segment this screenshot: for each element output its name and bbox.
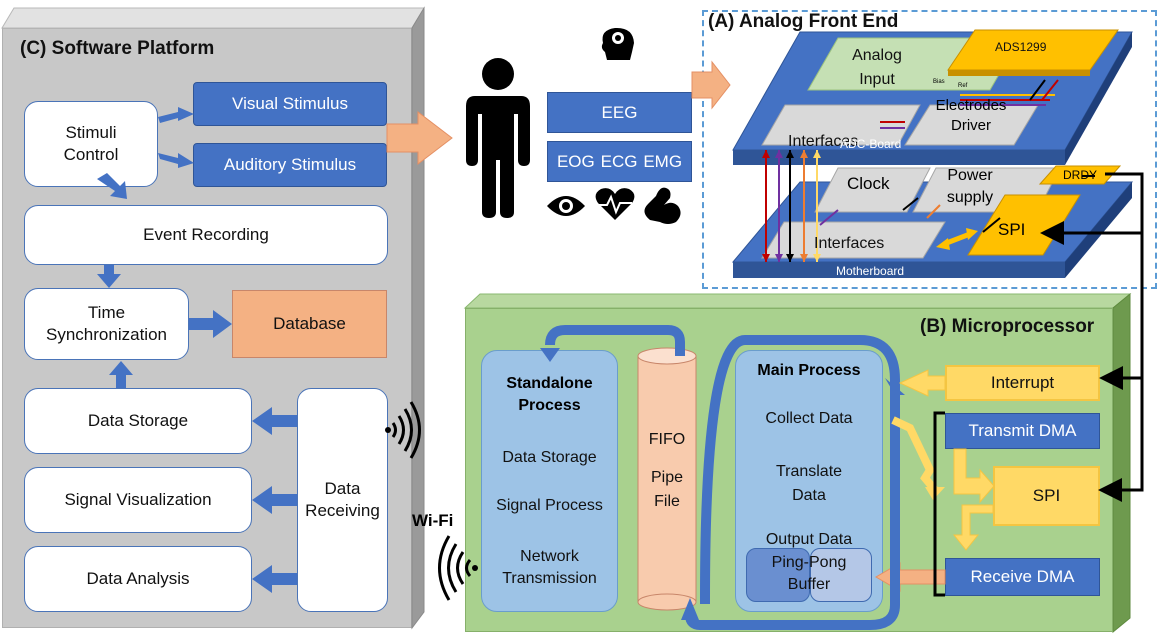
spi-box-mp: SPI <box>993 466 1100 526</box>
main-process-title: Main Process <box>757 362 861 379</box>
interfaces-bottom-label: Interfaces <box>814 235 885 252</box>
clock-label: Clock <box>847 174 890 193</box>
translate-data: Translate Data <box>775 463 843 504</box>
standalone-process-box <box>481 350 618 612</box>
interrupt-box: Interrupt <box>945 365 1100 401</box>
data-receiving-box: Data Receiving <box>297 388 388 612</box>
bio-signals-box: EOG ECG EMG <box>547 141 692 182</box>
eog-label: EOG <box>556 151 595 171</box>
data-analysis-box: Data Analysis <box>24 546 252 612</box>
afe-dashed-border <box>702 10 1157 289</box>
ecg-label: ECG <box>600 151 638 171</box>
data-storage-box: Data Storage <box>24 388 252 454</box>
stimuli-control-box: Stimuli Control <box>24 101 158 187</box>
pingpong-right <box>810 548 872 602</box>
ref-label: Ref <box>958 83 968 89</box>
power-supply-label: Power supply <box>946 167 994 206</box>
ads1299-label: ADS1299 <box>995 40 1047 54</box>
pipe-file-label: Pipe File <box>650 469 684 510</box>
visual-stimulus-box: Visual Stimulus <box>193 82 387 126</box>
sa-network-transmission: Network Transmission <box>502 548 597 587</box>
signal-visualization-box: Signal Visualization <box>24 467 252 533</box>
microprocessor-title: (B) Microprocessor <box>920 316 1095 337</box>
time-sync-box: Time Synchronization <box>24 288 189 360</box>
pingpong-left <box>746 548 810 602</box>
event-recording-box: Event Recording <box>24 205 388 265</box>
eeg-box: EEG <box>547 92 692 133</box>
bias-label: Bias <box>933 79 945 85</box>
motherboard-label: Motherboard <box>836 264 905 278</box>
electrodes-driver-label: Electrodes Driver <box>935 97 1007 134</box>
fifo-label: FIFO <box>648 431 686 448</box>
adc-board-label: ADC-Board <box>840 137 902 151</box>
output-data: Output Data <box>765 531 853 548</box>
database-box: Database <box>232 290 387 358</box>
auditory-stimulus-box: Auditory Stimulus <box>193 143 387 187</box>
drdy-label: DRDY <box>1063 168 1098 182</box>
receive-dma-box: Receive DMA <box>945 558 1100 596</box>
collect-data: Collect Data <box>765 410 853 427</box>
standalone-process-title: Standalone Process <box>506 375 593 414</box>
analog-input-label: Analog Input <box>852 47 902 88</box>
pingpong-label: Ping-Pong Buffer <box>771 554 847 593</box>
emg-label: EMG <box>643 151 683 171</box>
sa-signal-process: Signal Process <box>496 497 603 514</box>
spi-label-afe: SPI <box>998 220 1026 239</box>
software-platform-title: (C) Software Platform <box>20 38 215 59</box>
afe-title: (A) Analog Front End <box>708 11 899 32</box>
interfaces-top-label: Interfaces <box>788 133 859 150</box>
transmit-dma-box: Transmit DMA <box>945 413 1100 449</box>
sa-data-storage: Data Storage <box>502 449 597 466</box>
wifi-label: Wi-Fi <box>412 511 454 530</box>
